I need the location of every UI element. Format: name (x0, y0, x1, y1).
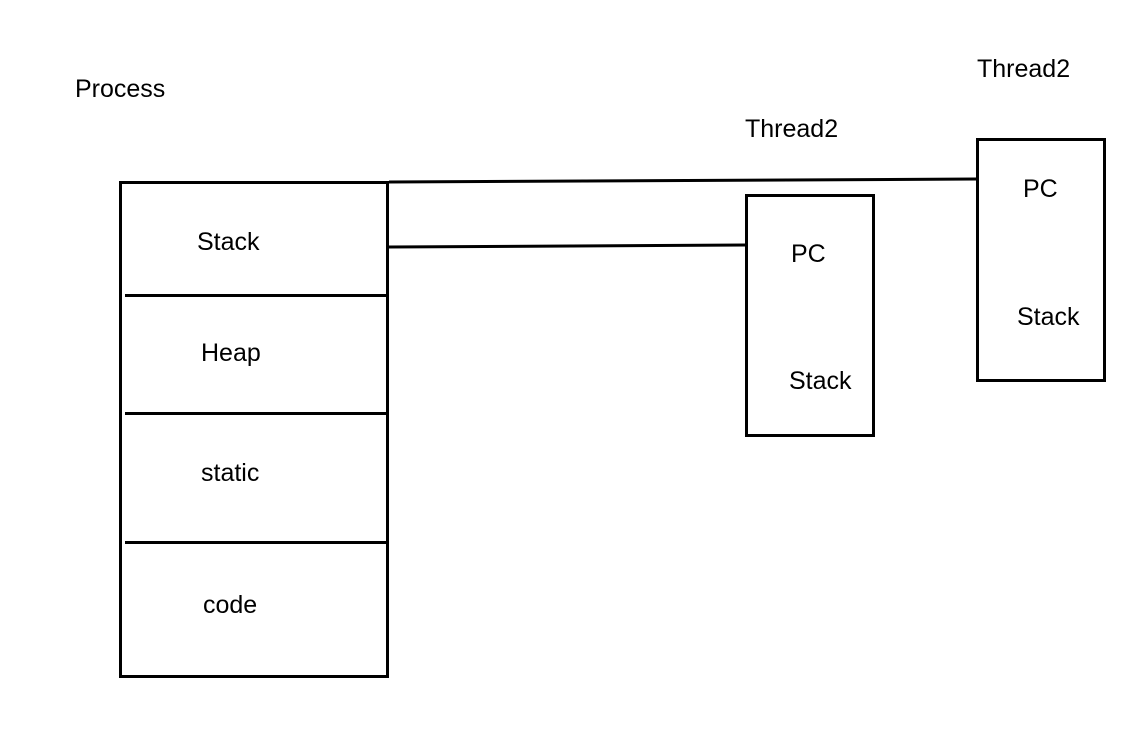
segment-divider (125, 412, 387, 415)
segment-stack-label: Stack (197, 228, 260, 256)
segment-divider (125, 294, 387, 297)
segment-static-label: static (201, 459, 260, 487)
thread-right-title: Thread2 (977, 55, 1071, 83)
thread-middle-box (745, 194, 875, 437)
thread-right-pc-label: PC (1023, 175, 1058, 203)
thread-middle-stack-label: Stack (789, 367, 852, 395)
thread-middle-pc-label: PC (791, 240, 826, 268)
process-title: Process (75, 75, 166, 103)
connector-to-thread-middle (388, 243, 747, 249)
segment-code-label: code (203, 591, 258, 619)
thread-right-stack-label: Stack (1017, 303, 1080, 331)
segment-heap-label: Heap (201, 339, 261, 367)
process-memory-box (119, 181, 389, 678)
segment-divider (125, 541, 387, 544)
thread-right-box (976, 138, 1106, 382)
connector-to-thread-right (388, 177, 977, 184)
thread-middle-title: Thread2 (745, 115, 839, 143)
